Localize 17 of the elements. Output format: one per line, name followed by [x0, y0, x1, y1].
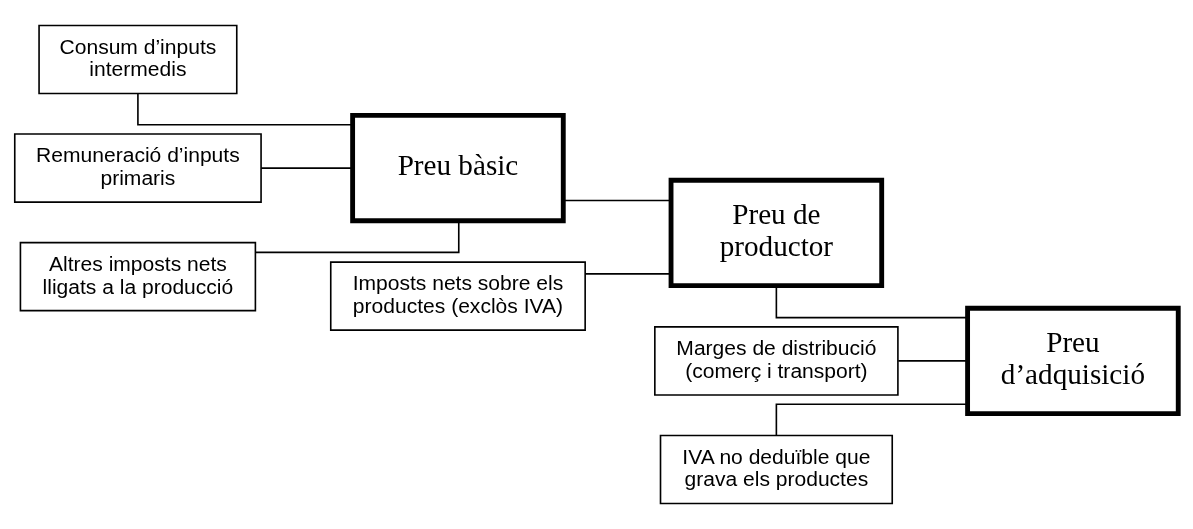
node-box: Imposts nets sobre els productes (exclòs IVA) [329, 261, 586, 331]
connector [260, 167, 354, 169]
connector [584, 273, 672, 275]
node-box: Preu bàsic [350, 113, 566, 224]
node-box: Marges de distribució (comerç i transport) [654, 326, 899, 396]
node-box: IVA no deduïble que grava els productes [659, 434, 894, 505]
node-box: Consum d’inputs intermedis [38, 24, 238, 95]
node-box: Preu d’adquisició [965, 305, 1181, 416]
connector [137, 92, 354, 126]
connector [897, 360, 968, 362]
node-box: Remuneració d’inputs primaris [13, 133, 262, 203]
connector [562, 199, 672, 202]
connector [775, 285, 969, 319]
node-box: Altres imposts nets lligats a la producció [19, 241, 257, 312]
connector [775, 403, 969, 437]
connector [254, 220, 460, 254]
node-box: Preu de productor [668, 177, 885, 288]
